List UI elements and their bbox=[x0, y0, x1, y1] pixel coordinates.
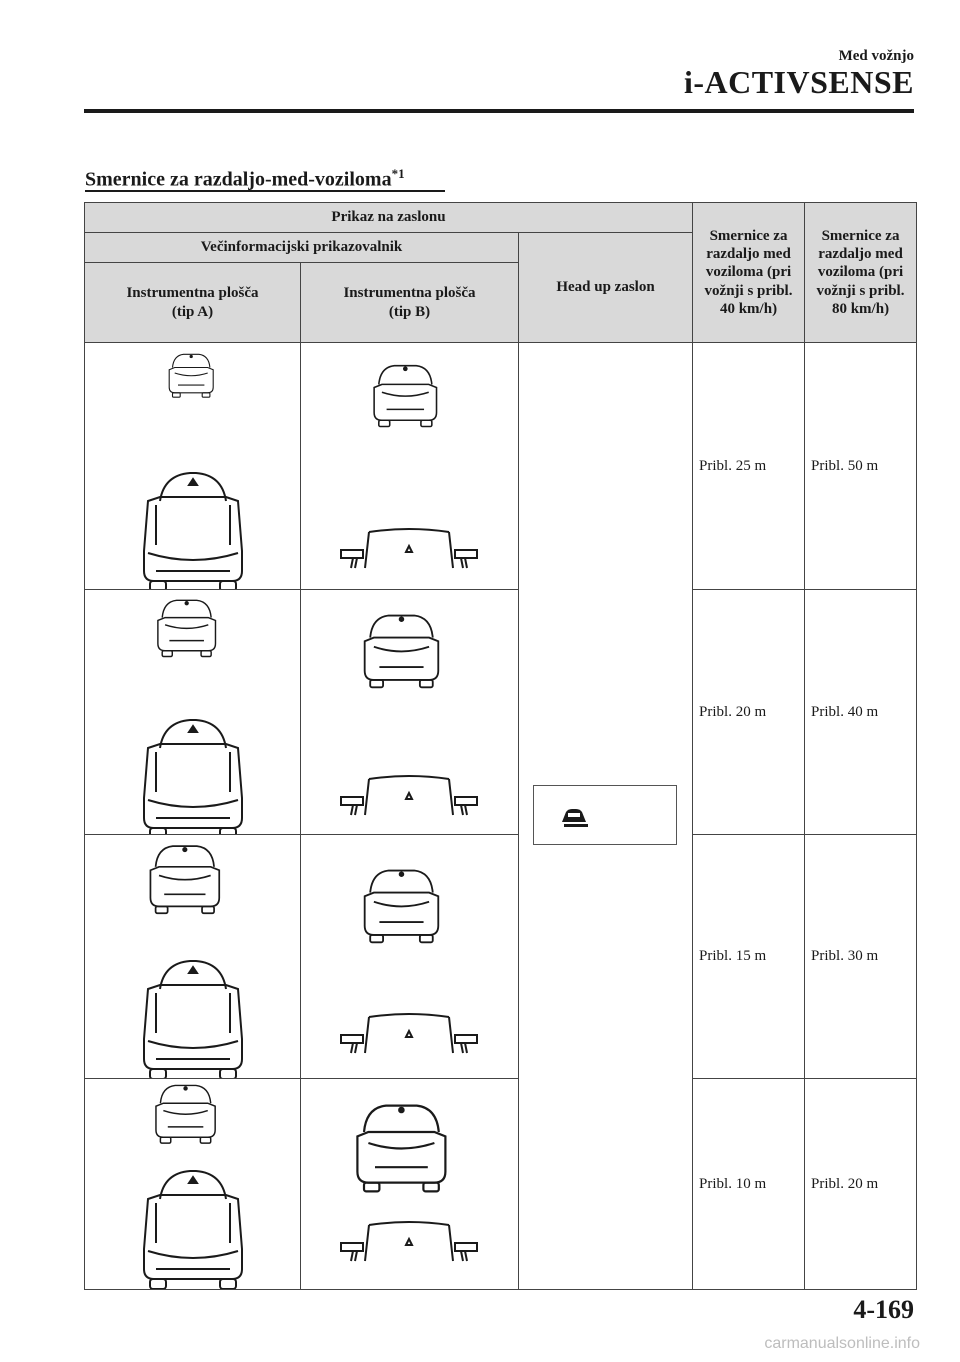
header-rule bbox=[84, 109, 914, 113]
cluster-a-header: Instrumentna plošča (tip A) bbox=[84, 262, 301, 343]
cluster-a-cars-icon bbox=[143, 845, 243, 1078]
cluster-a-graphic bbox=[84, 589, 301, 835]
cluster-b-cars-icon bbox=[340, 364, 478, 569]
guide-40-header: Smernice za razdaljo med voziloma (pri v… bbox=[692, 202, 806, 343]
distance-40-row2: Pribl. 20 m bbox=[692, 589, 806, 835]
footnote-marker: *1 bbox=[391, 166, 405, 181]
section-title-rule bbox=[85, 190, 445, 192]
hud-graphic-cell bbox=[517, 342, 694, 1290]
cluster-b-cars-icon bbox=[340, 869, 478, 1054]
watermark-link[interactable]: carmanualsonline.info bbox=[764, 1335, 920, 1352]
distance-80-row1: Pribl. 50 m bbox=[804, 342, 918, 590]
car-ahead-icon bbox=[562, 809, 588, 827]
cluster-b-cars-icon bbox=[340, 614, 478, 816]
section-name: Med vožnjo bbox=[838, 48, 914, 64]
cluster-a-cars-icon bbox=[143, 599, 243, 834]
distance-40-row3: Pribl. 15 m bbox=[692, 834, 806, 1079]
cluster-a-graphic bbox=[84, 834, 301, 1079]
cluster-b-graphic bbox=[300, 342, 519, 590]
multi-info-header: Večinformacijski prikazovalnik bbox=[84, 232, 519, 263]
hud-display bbox=[533, 785, 677, 845]
chapter-title: i-ACTIVSENSE bbox=[683, 64, 914, 100]
cluster-b-cars-icon bbox=[340, 1104, 478, 1262]
guide-80-header: Smernice za razdaljo med voziloma (pri v… bbox=[804, 202, 918, 343]
section-title: Smernice za razdaljo-med-voziloma*1 bbox=[85, 166, 405, 192]
cluster-b-graphic bbox=[300, 834, 519, 1079]
cluster-b-header: Instrumentna plošča (tip B) bbox=[300, 262, 519, 343]
cluster-b-graphic bbox=[300, 1078, 519, 1290]
distance-80-row3: Pribl. 30 m bbox=[804, 834, 918, 1079]
cluster-b-graphic bbox=[300, 589, 519, 835]
hud-header: Head up zaslon bbox=[517, 232, 694, 343]
page-number: 4-169 bbox=[853, 1295, 914, 1324]
cluster-a-graphic bbox=[84, 1078, 301, 1290]
cluster-a-cars-icon bbox=[143, 353, 243, 589]
distance-40-row1: Pribl. 25 m bbox=[692, 342, 806, 590]
distance-80-row2: Pribl. 40 m bbox=[804, 589, 918, 835]
distance-40-row4: Pribl. 10 m bbox=[692, 1078, 806, 1290]
cluster-a-cars-icon bbox=[143, 1084, 243, 1289]
display-header: Prikaz na zaslonu bbox=[83, 202, 694, 233]
distance-80-row4: Pribl. 20 m bbox=[804, 1078, 918, 1290]
cluster-a-graphic bbox=[84, 342, 301, 590]
distance-guide-table: Prikaz na zaslonu Smernice za razdaljo m… bbox=[83, 202, 918, 1290]
section-title-text: Smernice za razdaljo-med-voziloma bbox=[85, 168, 392, 191]
